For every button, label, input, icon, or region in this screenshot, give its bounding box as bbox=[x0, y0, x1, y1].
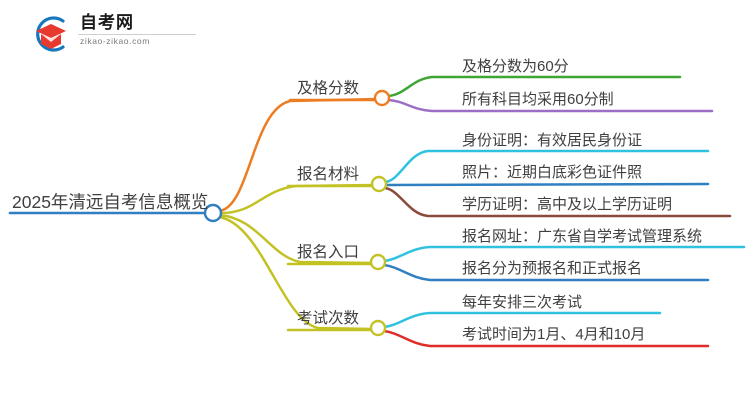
connector-branch-4-leaf-2 bbox=[382, 329, 710, 348]
root-node-dot[interactable] bbox=[203, 203, 223, 223]
connector-branch-1-leaf-2 bbox=[386, 98, 714, 113]
branch-node-label-jigefenshu[interactable]: 及格分数 bbox=[297, 80, 360, 97]
branch-node-label-kaoshicishu[interactable]: 考试次数 bbox=[297, 310, 360, 327]
connector-branch-2-leaf-3 bbox=[383, 186, 732, 218]
connector-branch-1-leaf-1 bbox=[386, 75, 682, 98]
leaf-node-label-3-1[interactable]: 报名网址：广东省自学考试管理系统 bbox=[462, 228, 703, 245]
connector-root-to-branch-4 bbox=[217, 215, 376, 331]
site-logo[interactable]: 自考网 zikao-zikao.com bbox=[30, 10, 210, 58]
leaf-node-label-4-2[interactable]: 考试时间为1月、4月和10月 bbox=[462, 326, 646, 343]
logo-title: 自考网 bbox=[80, 13, 134, 32]
connector-branch-2-leaf-2 bbox=[383, 182, 710, 187]
connector-root-to-branch-2 bbox=[217, 183, 377, 215]
connector-branch-3-leaf-2 bbox=[382, 263, 710, 282]
branch-2-node-dot[interactable] bbox=[370, 175, 388, 193]
graduation-cap-icon bbox=[36, 16, 66, 52]
logo-divider bbox=[78, 34, 196, 35]
root-node-label[interactable]: 2025年清远自考信息概览 bbox=[12, 192, 209, 212]
connector-branch-4-leaf-1 bbox=[382, 311, 662, 329]
leaf-node-label-2-1[interactable]: 身份证明：有效居民身份证 bbox=[462, 132, 643, 149]
branch-4-node-dot[interactable] bbox=[369, 319, 387, 337]
connector-branch-2-leaf-1 bbox=[383, 149, 710, 184]
connector-branch-3-leaf-1 bbox=[382, 245, 746, 263]
connector-root-to-branch-3 bbox=[217, 213, 376, 265]
branch-3-node-dot[interactable] bbox=[369, 253, 387, 271]
connector-root-to-branch-1 bbox=[217, 97, 380, 213]
leaf-node-label-1-2[interactable]: 所有科目均采用60分制 bbox=[462, 91, 614, 108]
branch-1-node-dot[interactable] bbox=[373, 89, 391, 107]
leaf-node-label-3-2[interactable]: 报名分为预报名和正式报名 bbox=[462, 260, 643, 277]
branch-node-label-baomingcailiao[interactable]: 报名材料 bbox=[297, 166, 360, 183]
logo-domain: zikao-zikao.com bbox=[80, 36, 150, 46]
branch-node-label-baomingrukou[interactable]: 报名入口 bbox=[297, 244, 360, 261]
leaf-node-label-2-2[interactable]: 照片：近期白底彩色证件照 bbox=[462, 164, 643, 181]
leaf-node-label-2-3[interactable]: 学历证明：高中及以上学历证明 bbox=[462, 196, 673, 213]
leaf-node-label-1-1[interactable]: 及格分数为60分 bbox=[462, 58, 569, 75]
leaf-node-label-4-1[interactable]: 每年安排三次考试 bbox=[462, 294, 583, 311]
